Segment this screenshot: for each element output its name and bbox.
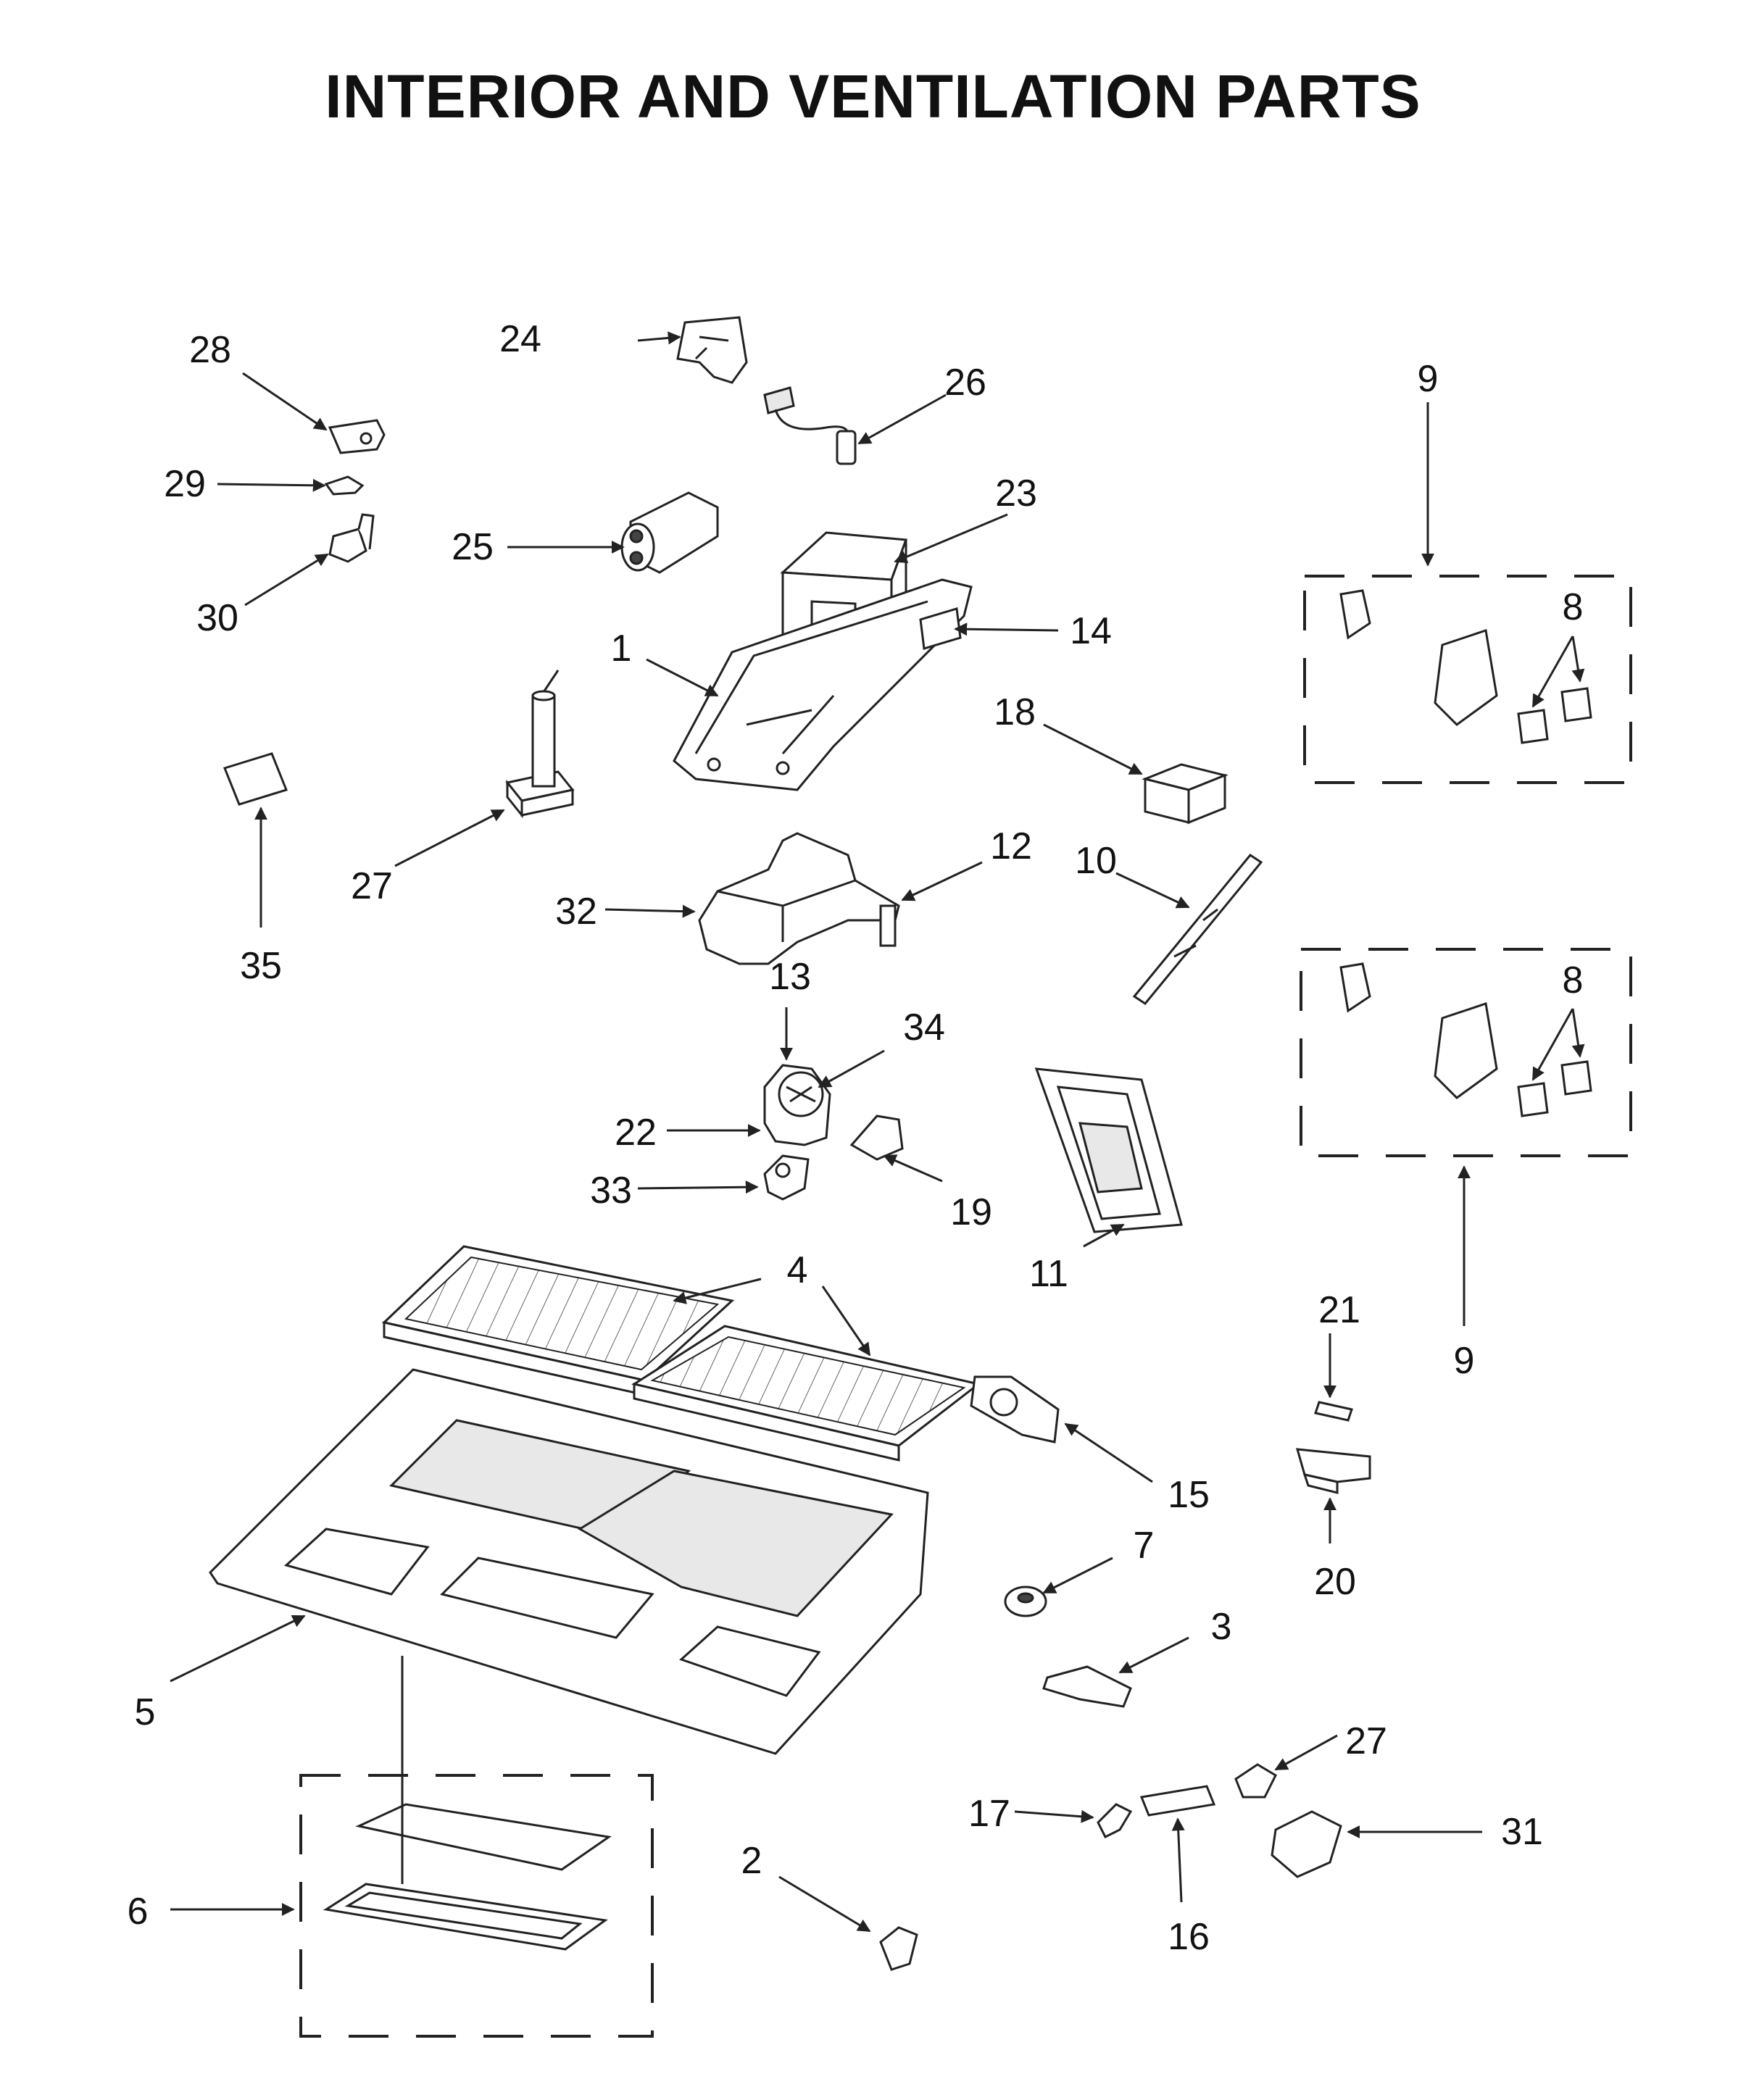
callout-9-lower: 9 <box>1454 1340 1475 1382</box>
callout-35: 35 <box>240 945 282 987</box>
callout-28: 28 <box>189 329 231 371</box>
part-9-switch-assembly-upper <box>1339 589 1592 744</box>
callout-10: 10 <box>1075 840 1117 882</box>
part-7-grommet <box>1004 1586 1047 1617</box>
callout-31: 31 <box>1501 1811 1543 1853</box>
part-1-base-plate <box>673 578 973 791</box>
callout-4: 4 <box>787 1249 808 1291</box>
callout-12: 12 <box>990 825 1032 867</box>
part-29-clip <box>324 475 365 496</box>
part-35-grille <box>223 752 288 806</box>
callout-18: 18 <box>994 691 1036 733</box>
callout-34: 34 <box>903 1007 945 1049</box>
callout-11: 11 <box>1029 1253 1068 1295</box>
callout-2: 2 <box>741 1840 762 1882</box>
callout-1: 1 <box>611 628 632 670</box>
callout-23: 23 <box>995 472 1037 514</box>
part-32-air-duct <box>698 832 900 965</box>
part-15-light-socket <box>970 1375 1060 1443</box>
callout-8-upper: 8 <box>1563 586 1584 628</box>
part-6-vent-kit <box>323 1803 612 1951</box>
callout-labels: 24 26 28 29 30 25 23 14 1 18 27 35 32 12… <box>128 318 1584 1958</box>
page-title: INTERIOR AND VENTILATION PARTS <box>325 62 1421 130</box>
callout-29: 29 <box>164 463 206 505</box>
callout-5: 5 <box>135 1691 156 1733</box>
part-19-bracket <box>849 1114 904 1161</box>
part-9-switch-assembly-lower <box>1339 962 1592 1117</box>
part-13-fan-motor <box>763 1064 831 1146</box>
callout-20: 20 <box>1314 1561 1356 1603</box>
callout-25: 25 <box>452 526 494 568</box>
part-33-switch <box>763 1154 810 1201</box>
callout-21: 21 <box>1318 1289 1360 1331</box>
part-18-filter-box <box>1142 763 1229 825</box>
part-5-bottom-plate <box>209 1368 929 1755</box>
callout-9-upper: 9 <box>1418 358 1439 400</box>
callout-7: 7 <box>1134 1525 1155 1567</box>
group-box-switch-lower <box>1300 948 1632 1157</box>
group-box-switch-upper <box>1303 575 1632 784</box>
callout-16: 16 <box>1168 1916 1210 1958</box>
callout-27-upper: 27 <box>351 865 393 907</box>
callout-24: 24 <box>499 318 541 360</box>
part-17-elbow <box>1097 1803 1133 1839</box>
callout-27-lower: 27 <box>1345 1720 1387 1762</box>
part-16-sleeve <box>1139 1785 1216 1817</box>
leader-lines <box>170 331 1585 1933</box>
part-4-grease-filter-right <box>631 1325 981 1462</box>
callout-3: 3 <box>1211 1606 1232 1648</box>
part-11-door-panel <box>1034 1067 1183 1233</box>
callout-26: 26 <box>944 362 986 404</box>
part-10-door-latch-bar <box>1132 853 1263 1006</box>
part-27-thermal-cutoff <box>1234 1763 1277 1799</box>
callout-33: 33 <box>590 1170 632 1212</box>
callout-32: 32 <box>555 891 597 933</box>
part-26-wire-harness <box>763 386 857 465</box>
part-31-mount <box>1271 1810 1342 1878</box>
callout-30: 30 <box>196 597 238 639</box>
callout-8-lower: 8 <box>1563 959 1584 1001</box>
callout-22: 22 <box>615 1112 657 1154</box>
part-2-latch <box>879 1926 918 1971</box>
part-3-bracket <box>1042 1665 1132 1708</box>
part-28-bracket <box>328 419 386 454</box>
callout-19: 19 <box>950 1191 992 1233</box>
part-20-fuse-holder <box>1295 1448 1371 1494</box>
part-24-bracket <box>676 316 748 384</box>
callout-14: 14 <box>1070 610 1112 652</box>
callout-15: 15 <box>1168 1474 1210 1516</box>
group-box-vent-kit <box>299 1774 654 2038</box>
part-14-relay-board <box>919 607 962 650</box>
part-30-bracket <box>328 513 375 563</box>
part-25-capacitor <box>620 491 719 574</box>
callout-17: 17 <box>968 1793 1010 1835</box>
callout-6: 6 <box>128 1891 149 1933</box>
part-27-thermal-tower <box>505 670 575 819</box>
part-4-grease-filter-left <box>381 1245 735 1396</box>
part-21-fuse <box>1314 1401 1353 1422</box>
callout-13: 13 <box>769 956 811 998</box>
